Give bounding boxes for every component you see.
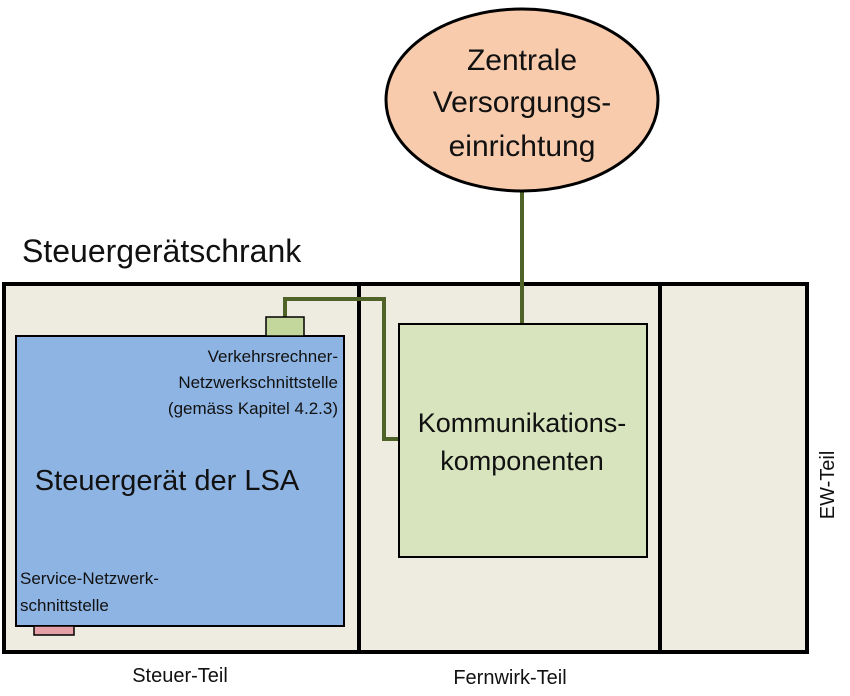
section-label-fernwirk: Fernwirk-Teil — [453, 667, 566, 689]
service-interface-label-line2: schnittstelle — [20, 596, 109, 615]
comm-label-line1: Kommunikations- — [418, 408, 627, 438]
central-supply-ellipse — [384, 7, 660, 193]
traffic-interface-label-line1: Verkehrsrechner- — [208, 347, 338, 366]
service-interface-label-line1: Service-Netzwerk- — [20, 569, 159, 588]
section-label-ew: EW-Teil — [817, 451, 839, 520]
controller-title: Steuergerät der LSA — [35, 465, 300, 497]
traffic-interface-label-line3: (gemäss Kapitel 4.2.3) — [168, 399, 338, 418]
section-label-steuer: Steuer-Teil — [132, 665, 228, 687]
supply-label-line2: Versorgungs- — [433, 86, 611, 119]
traffic-interface-label-line2: Netzwerkschnittstelle — [178, 373, 338, 392]
traffic-interface-connection — [283, 297, 400, 441]
supply-label-line3: einrichtung — [449, 130, 596, 163]
communication-components-box — [398, 323, 648, 558]
traffic-interface-connector — [265, 316, 305, 337]
supply-label-line1: Zentrale — [467, 44, 577, 77]
controller-box — [15, 335, 345, 627]
cabinet-title: Steuergerätschrank — [22, 233, 302, 269]
service-interface-port — [33, 625, 75, 636]
comm-label-line2: komponenten — [440, 446, 604, 476]
